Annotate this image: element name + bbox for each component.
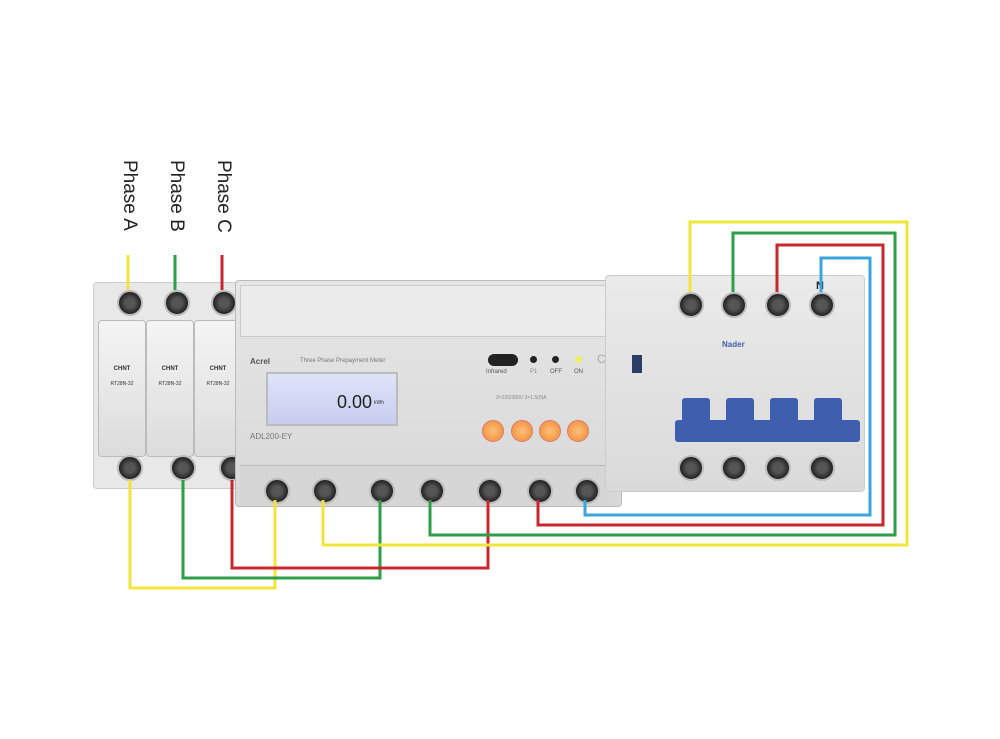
p1-label: P1 <box>530 369 538 375</box>
infrared-port <box>488 354 518 366</box>
fuse-model: RT28N-32 <box>206 381 230 387</box>
fuse-b: CHNT RT28N-32 <box>146 320 194 457</box>
on-led <box>575 356 582 363</box>
off-label: OFF <box>550 369 562 375</box>
meter-terminal <box>419 478 445 504</box>
breaker-handle[interactable] <box>770 398 798 438</box>
breaker-terminal <box>809 292 835 318</box>
phase-b-label: Phase B <box>166 160 187 232</box>
meter-terminal <box>477 478 503 504</box>
fuse-model: RT28N-32 <box>110 381 134 387</box>
meter-terminal <box>312 478 338 504</box>
fuse-brand: CHNT <box>161 366 179 372</box>
fuse-model: RT28N-32 <box>158 381 182 387</box>
fuse-brand: CHNT <box>113 366 131 372</box>
meter-terminal <box>369 478 395 504</box>
wire-phase-b-fuse-meter <box>181 480 382 580</box>
wire-phase-b-meter-breaker <box>428 231 897 537</box>
breaker-handle[interactable] <box>814 398 842 438</box>
breaker-terminal <box>721 292 747 318</box>
meter-terminal <box>264 478 290 504</box>
off-led <box>552 356 559 363</box>
breaker-handle[interactable] <box>682 398 710 438</box>
lcd-unit: kWh <box>374 400 384 406</box>
breaker-terminal <box>809 455 835 481</box>
phase-c-label: Phase C <box>213 160 234 233</box>
breaker-handle[interactable] <box>726 398 754 438</box>
wire-phase-c-fuse-meter <box>230 480 490 570</box>
fuse-terminal <box>164 290 190 316</box>
meter-button-up[interactable] <box>511 420 533 442</box>
phase-a-label: Phase A <box>119 160 140 231</box>
breaker-terminal <box>765 455 791 481</box>
breaker-brand: Nader <box>722 340 745 349</box>
meter-terminal <box>574 478 600 504</box>
meter-title: Three Phase Prepayment Meter <box>300 358 386 364</box>
on-label: ON <box>574 369 583 375</box>
fuse-terminal <box>117 290 143 316</box>
meter-spec: 3×220/380V 3×1.5(6)A <box>496 395 547 401</box>
wire-phase-c-meter-breaker <box>536 243 885 527</box>
fuse-a: CHNT RT28N-32 <box>98 320 146 457</box>
breaker-terminal <box>765 292 791 318</box>
fuse-brand: CHNT <box>209 366 227 372</box>
breaker-terminal <box>678 455 704 481</box>
fuse-c: CHNT RT28N-32 <box>194 320 242 457</box>
infrared-label: Infrared <box>486 369 507 375</box>
p1-led <box>530 356 537 363</box>
test-button[interactable] <box>632 355 642 373</box>
wire-neutral-meter-breaker <box>583 256 872 517</box>
breaker-terminal <box>678 292 704 318</box>
meter-terminal <box>527 478 553 504</box>
wire-phase-a-meter-breaker <box>321 220 909 547</box>
meter-brand: Acrel <box>250 357 271 366</box>
lcd-display <box>266 372 398 426</box>
breaker-terminal <box>721 455 747 481</box>
wire-phase-a-fuse-meter <box>128 480 277 590</box>
meter-top-cover <box>240 285 617 337</box>
meter-button-down[interactable] <box>539 420 561 442</box>
breaker-handle-bar[interactable] <box>675 420 860 442</box>
meter-button-1[interactable] <box>482 420 504 442</box>
fuse-terminal <box>170 455 196 481</box>
meter-model: ADL200-EY <box>250 432 293 441</box>
lcd-reading: 0.00 <box>337 392 373 412</box>
meter-button-enter[interactable] <box>567 420 589 442</box>
